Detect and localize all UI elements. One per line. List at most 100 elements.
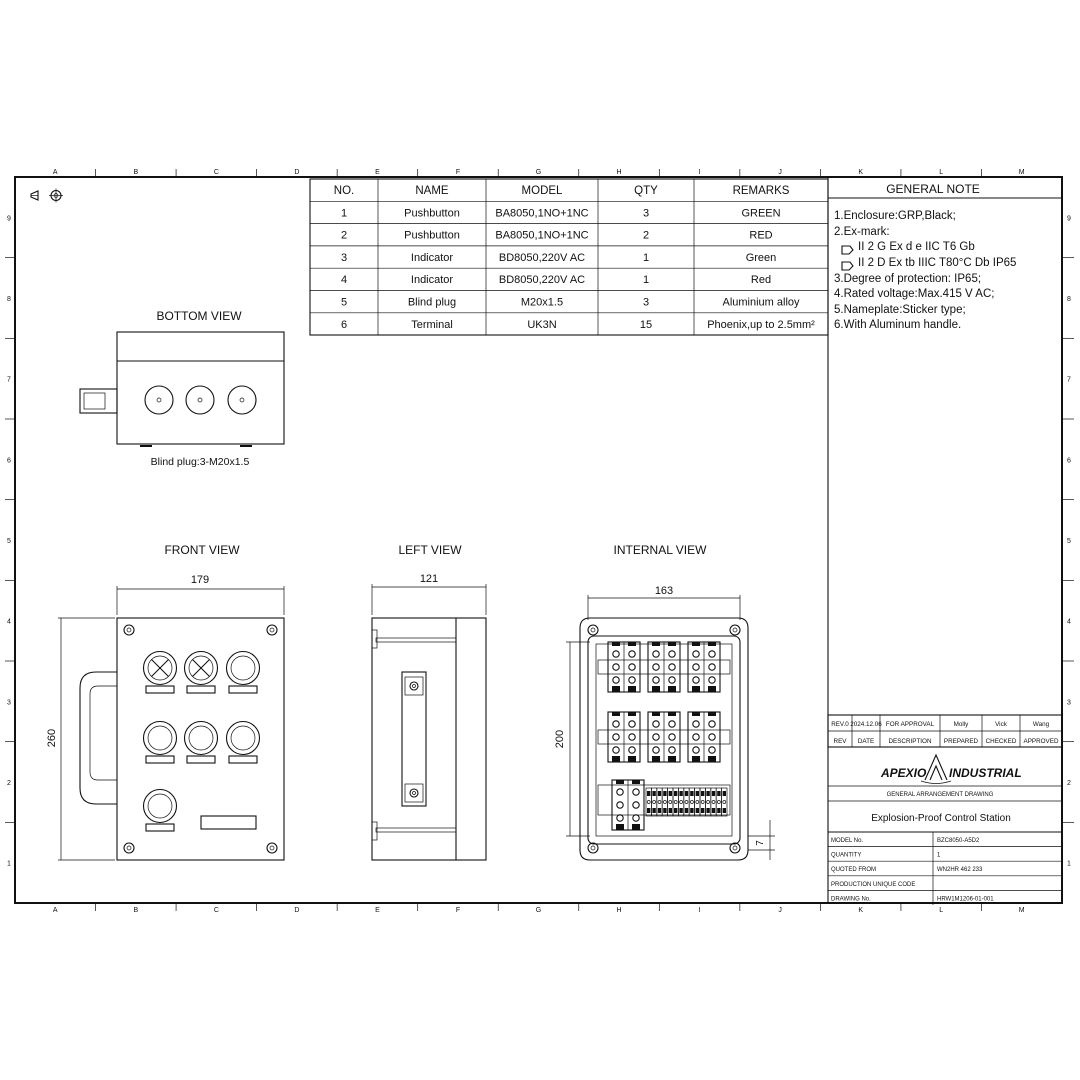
left-view: LEFT VIEW 121 (371, 543, 487, 861)
logo-left-text: APEXIO (880, 766, 927, 780)
internal-width-dim: 163 (655, 585, 673, 597)
general-notes: GENERAL NOTE 1.Enclosure:GRP,Black; 2.Ex… (827, 177, 1062, 903)
drawing-type: GENERAL ARRANGEMENT DRAWING (887, 792, 994, 798)
field-label: DRAWING No. (831, 896, 871, 902)
left-width-dim: 121 (420, 573, 438, 585)
bottom-view-caption: Blind plug:3-M20x1.5 (151, 456, 250, 468)
revision-header-cell: CHECKED (986, 738, 1017, 745)
grid-col-label: D (294, 169, 299, 176)
grid-col-label: F (456, 907, 460, 914)
bom-cell: Pushbutton (404, 230, 460, 242)
blind-plug-icon (144, 385, 257, 415)
pushbutton-icon (183, 720, 219, 764)
grid-row-label: 8 (1067, 296, 1071, 303)
note-line-3: II 2 G Ex d e IIC T6 Gb (858, 241, 975, 253)
contact-block (611, 779, 645, 831)
internal-height-dim: 200 (554, 730, 566, 748)
note-line-8: 6.With Aluminum handle. (834, 319, 961, 331)
bom-header-cell: NO. (334, 185, 354, 197)
grid-row-label: 1 (7, 861, 11, 868)
bom-cell: Aluminium alloy (722, 297, 800, 309)
bom-cell: 6 (341, 319, 347, 331)
revision-cell: Vick (995, 721, 1008, 728)
indicator-lamp-icon (142, 650, 178, 694)
grid-col-label: J (778, 907, 782, 914)
grid-row-label: 2 (7, 780, 11, 787)
contact-block (647, 641, 681, 693)
grid-col-label: A (53, 907, 58, 914)
bom-cell: Pushbutton (404, 207, 460, 219)
grid-col-label: D (294, 907, 299, 914)
bom-cell: BD8050,220V AC (499, 274, 585, 286)
bom-cell: 2 (643, 230, 649, 242)
bom-cell: Phoenix,up to 2.5mm² (707, 319, 815, 331)
drawing-frame (14, 176, 1063, 904)
pushbutton-icon (142, 720, 178, 764)
note-line-5: 3.Degree of protection: IP65; (834, 273, 981, 285)
field-label: QUOTED FROM (831, 867, 876, 873)
pushbutton-icon (142, 788, 178, 832)
front-view: FRONT VIEW 179 260 (46, 543, 285, 861)
grid-col-label: F (456, 169, 460, 176)
contact-block (607, 711, 641, 763)
note-line-4: II 2 D Ex tb IIIC T80°C Db IP65 (858, 257, 1016, 269)
bottom-enclosure (116, 331, 285, 445)
field-label: MODEL No. (831, 838, 863, 844)
note-line-2: 2.Ex-mark: (834, 226, 890, 238)
bom-cell: 3 (341, 252, 347, 264)
revision-header-cell: APPROVED (1024, 738, 1059, 745)
revision-header-cell: PREPARED (944, 738, 979, 745)
bom-cell: Red (751, 274, 771, 286)
grid-col-label: B (133, 169, 138, 176)
grid-col-label: G (536, 907, 541, 914)
bom-cell: GREEN (741, 207, 780, 219)
grid-row-label: 1 (1067, 861, 1071, 868)
grid-col-label: B (133, 907, 138, 914)
front-width-dim: 179 (191, 574, 209, 586)
revision-header-cell: DATE (858, 738, 874, 745)
front-view-label: FRONT VIEW (164, 543, 240, 557)
bom-cell: M20x1.5 (521, 297, 563, 309)
bom-header-cell: REMARKS (733, 185, 790, 197)
grid-row-label: 4 (1067, 619, 1071, 626)
grid-col-label: H (617, 169, 622, 176)
contact-block (647, 711, 681, 763)
field-value: WN2HR 462 233 (937, 867, 983, 873)
revision-cell: FOR APPROVAL (886, 721, 935, 728)
bom-cell: 15 (640, 319, 652, 331)
internal-enclosure (579, 617, 749, 861)
projection-symbol-icon (30, 188, 63, 203)
grid-row-label: 9 (1067, 215, 1071, 222)
grid-col-label: I (699, 169, 701, 176)
revision-cell: Wang (1033, 721, 1050, 728)
grid-col-label: C (214, 907, 219, 914)
grid-col-label: H (617, 907, 622, 914)
bom-cell: 3 (643, 297, 649, 309)
grid-row-label: 2 (1067, 780, 1071, 787)
bom-header-cell: MODEL (522, 185, 564, 197)
field-label: PRODUCTION UNIQUE CODE (831, 882, 915, 888)
bom-cell: Green (746, 252, 777, 264)
note-line-1: 1.Enclosure:GRP,Black; (834, 210, 956, 222)
grid-row-label: 3 (1067, 699, 1071, 706)
bom-cell: Blind plug (408, 297, 456, 309)
left-view-label: LEFT VIEW (398, 543, 462, 557)
field-value: BZC8050-A5D2 (937, 838, 980, 844)
screw-icon (587, 624, 741, 854)
contact-block (687, 711, 721, 763)
title-block: APEXIO INDUSTRIAL GENERAL ARRANGEMENT DR… (828, 753, 1062, 905)
grid-row-label: 3 (7, 699, 11, 706)
bom-cell: 1 (341, 207, 347, 219)
bom-cell: 3 (643, 207, 649, 219)
bottom-view: BOTTOM VIEW Blind plug:3-M20x1.5 (79, 309, 285, 468)
bottom-view-label: BOTTOM VIEW (156, 309, 242, 323)
din-rail (597, 784, 731, 816)
logo-right-text: INDUSTRIAL (949, 766, 1022, 780)
grid-row-label: 7 (1067, 377, 1071, 384)
field-label: QUANTITY (831, 853, 861, 859)
bom-cell: Indicator (411, 252, 454, 264)
bom-cell: 1 (643, 274, 649, 286)
